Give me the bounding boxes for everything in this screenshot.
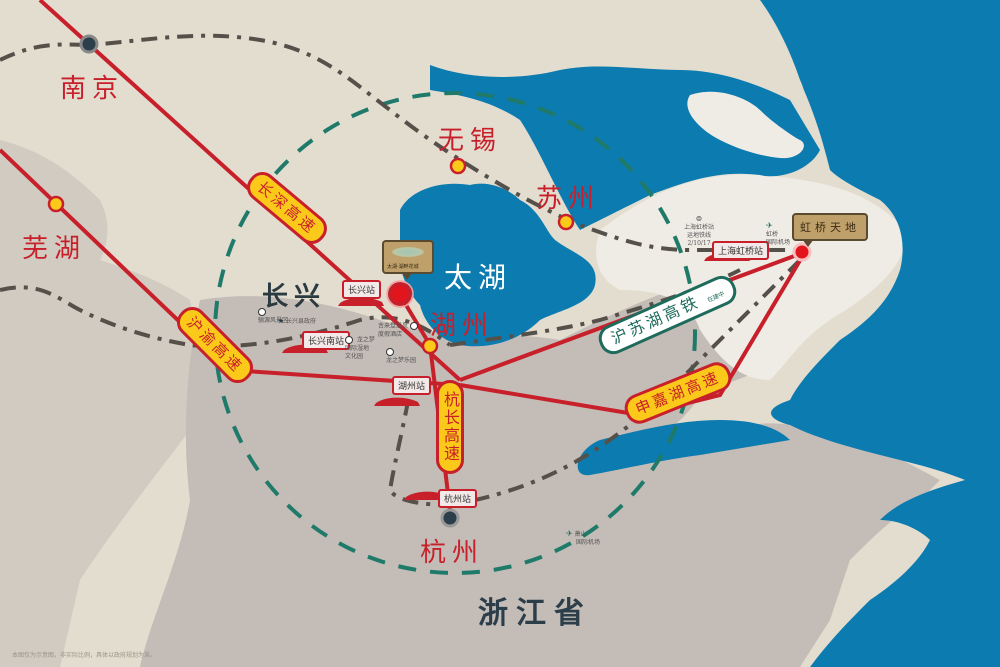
- station-changxing-south: 长兴南站: [302, 331, 351, 350]
- poi-county-gov: ★ 长兴县政府: [278, 318, 316, 325]
- poi-marker-icon: [409, 322, 418, 330]
- poi-marker-icon: [386, 348, 394, 356]
- station-hangzhou: 杭州站: [438, 489, 478, 508]
- highway-tag-hangchang: 杭长高速: [436, 380, 464, 474]
- poi-hongqiao-airport: ✈ 虹桥 国际机场: [766, 221, 791, 247]
- station-changxing: 长兴站: [342, 280, 382, 299]
- logo-text: 太湖·湖畔花城: [387, 264, 419, 270]
- city-label-nanjing: 南京: [60, 74, 125, 104]
- poi-marker-icon: [345, 336, 353, 344]
- station-hongqiao: 上海虹桥站: [712, 241, 770, 260]
- metro-icon: ⊜: [695, 214, 703, 223]
- province-label-zhejiang: 浙江省: [478, 596, 592, 631]
- logo-mountain-icon: [392, 247, 424, 257]
- project-bubble-hongqiao-tiandi[interactable]: 虹桥天地: [792, 213, 868, 247]
- city-label-changxing: 长兴: [262, 282, 327, 312]
- airplane-icon: ✈: [766, 221, 773, 230]
- project-logo-bubble[interactable]: 太湖·湖畔花城: [382, 240, 434, 280]
- poi-dream-park: 龙之梦 国际湿地 文化园: [345, 336, 375, 360]
- city-label-wuxi: 无锡: [438, 126, 503, 156]
- poi-scenic-area: 骊源风景区: [258, 308, 288, 325]
- city-label-wuhu: 芜湖: [22, 234, 87, 264]
- disclaimer-text: 本图仅为示意图，非实际比例，具体以政府规划为准。: [12, 652, 157, 659]
- poi-amusement-park: 龙之梦乐园: [386, 348, 416, 365]
- city-label-suzhou: 苏州: [536, 184, 601, 214]
- poi-marker-icon: [258, 308, 266, 316]
- star-icon: ★: [278, 318, 285, 325]
- lake-label-taihu: 太湖: [444, 261, 513, 294]
- station-huzhou: 湖州站: [392, 376, 432, 395]
- poi-xiaoshan-airport: ✈ 萧山 国际机场: [566, 529, 601, 547]
- airplane-icon: ✈: [566, 529, 573, 538]
- poi-hotel: 吉来登温泉 度假酒店: [378, 322, 420, 339]
- city-label-hangzhou: 杭州: [420, 538, 485, 568]
- railway-status: 在建中: [706, 290, 726, 305]
- city-label-huzhou: 湖州: [430, 311, 495, 341]
- poi-metro: ⊜ 上海虹桥站 运地铁线 2/10/17: [684, 214, 715, 248]
